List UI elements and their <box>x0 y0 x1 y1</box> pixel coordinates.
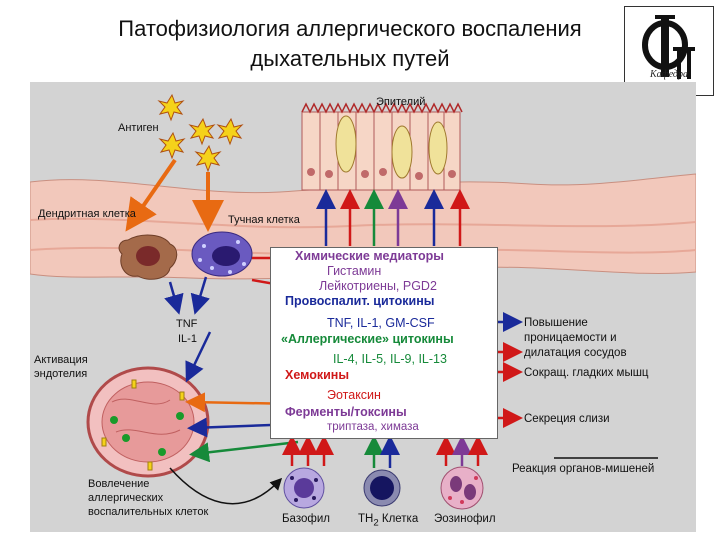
page-title: Патофизиология аллергического воспаления… <box>60 14 640 74</box>
endothelium-label-1: Активация <box>34 354 88 366</box>
allergic-cytokines-title: «Аллергические» цитокины <box>281 332 454 346</box>
leukotrienes-label: Лейкотриены, PGD2 <box>319 279 437 293</box>
proinflam-cytokines-title: Провоспалит. цитокины <box>285 294 435 308</box>
diagram-canvas <box>30 93 696 510</box>
th2-cell-icon <box>363 469 401 507</box>
department-emblem-icon: Кафедра <box>624 6 714 96</box>
th2-subscript: 2 <box>373 517 379 529</box>
blood-vessel-icon <box>86 366 210 478</box>
title-line-2: дыхательных путей <box>250 46 450 71</box>
target-organ-label: Реакция органов-мишеней <box>512 463 655 475</box>
enzymes-title: Ферменты/токсины <box>285 405 407 419</box>
tnf-label: TNF <box>176 318 198 330</box>
involvement-label-3: воспалительных клеток <box>88 506 209 518</box>
permeability-line-2: проницаемости и <box>524 332 617 344</box>
th2-prefix: TH <box>358 513 374 525</box>
eotaxin-label: Эотаксин <box>327 388 381 402</box>
dendritic-cell-label: Дендритная клетка <box>38 208 136 220</box>
logo-caption: Кафедра <box>650 69 688 80</box>
involvement-label-1: Вовлечение <box>88 478 150 490</box>
enzymes-list: триптаза, химаза <box>327 421 419 433</box>
th2-cell-label: TH2 Клетка <box>358 513 418 528</box>
eosinophil-label: Эозинофил <box>434 513 496 525</box>
dendritic-cell-icon <box>118 234 178 280</box>
smooth-muscle-effect: Сокращ. гладких мышц <box>524 367 649 379</box>
epithelium-label: Эпителий <box>376 96 426 108</box>
proinflam-cytokines-list: TNF, IL-1, GM-CSF <box>327 316 435 330</box>
chem-mediators-title: Химические медиаторы <box>295 249 444 263</box>
mast-cell-icon <box>191 231 253 277</box>
chemokines-title: Хемокины <box>285 368 350 382</box>
involvement-label-2: аллергических <box>88 492 164 504</box>
mast-cell-label: Тучная клетка <box>228 214 300 226</box>
epithelium-icon <box>301 102 463 191</box>
allergic-cytokines-list: IL-4, IL-5, IL-9, IL-13 <box>333 352 447 366</box>
eosinophil-icon <box>440 466 484 510</box>
permeability-line-3: дилатация сосудов <box>524 347 627 359</box>
permeability-line-1: Повышение <box>524 317 588 329</box>
histamine-label: Гистамин <box>327 264 382 278</box>
basophil-icon <box>283 467 325 509</box>
mucus-effect: Секреция слизи <box>524 413 610 425</box>
antigen-label: Антиген <box>118 122 159 134</box>
endothelium-label-2: эндотелия <box>34 368 88 380</box>
antigen-star-icon <box>157 93 244 173</box>
mediators-box: Химические медиаторы Гистамин Лейкотриен… <box>270 247 498 439</box>
basophil-label: Базофил <box>282 513 330 525</box>
il1-label: IL-1 <box>178 333 197 345</box>
permeability-effect: Повышение проницаемости и дилатация сосу… <box>524 316 627 361</box>
th2-suffix: Клетка <box>378 513 419 525</box>
title-line-1: Патофизиология аллергического воспаления <box>118 16 582 41</box>
